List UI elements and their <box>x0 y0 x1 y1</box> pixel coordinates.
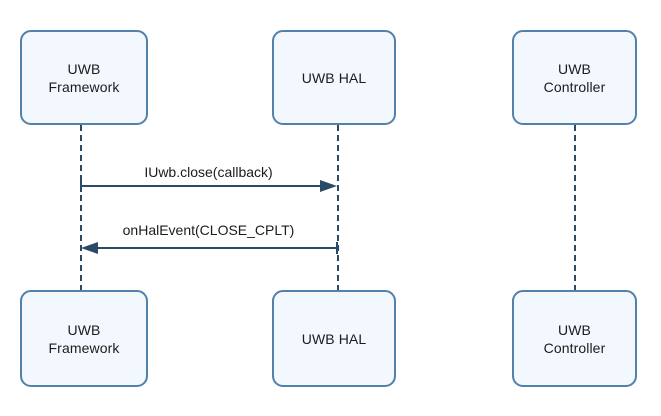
lifeline-uwb-framework <box>80 125 82 291</box>
message-arrow-onhalevent-close-cplt <box>80 242 338 254</box>
lifeline-uwb-controller <box>574 125 576 291</box>
message-label-onhalevent-close-cplt: onHalEvent(CLOSE_CPLT) <box>80 222 337 239</box>
message-label-iuwb-close: IUwb.close(callback) <box>80 164 337 181</box>
participant-label-uwb-hal-bottom: UWB HAL <box>301 330 367 347</box>
participant-label-uwb-hal-top: UWB HAL <box>301 69 367 86</box>
participant-label-uwb-framework-top: UWB Framework <box>48 60 120 95</box>
message-text-2: onHalEvent(CLOSE_CPLT) <box>122 222 295 238</box>
lifeline-uwb-hal <box>337 125 339 291</box>
participant-box-top-uwb-framework[interactable]: UWB Framework <box>20 30 148 125</box>
message-text-1: IUwb.close(callback) <box>144 164 273 180</box>
participant-box-top-uwb-hal[interactable]: UWB HAL <box>272 30 396 125</box>
message-arrow-iuwb-close <box>80 180 338 192</box>
participant-box-bottom-uwb-hal[interactable]: UWB HAL <box>272 290 396 387</box>
participant-label-uwb-framework-bottom: UWB Framework <box>48 321 120 356</box>
participant-label-uwb-controller-top: UWB Controller <box>543 60 606 95</box>
participant-box-bottom-uwb-controller[interactable]: UWB Controller <box>512 290 637 387</box>
participant-box-bottom-uwb-framework[interactable]: UWB Framework <box>20 290 148 387</box>
participant-box-top-uwb-controller[interactable]: UWB Controller <box>512 30 637 125</box>
participant-label-uwb-controller-bottom: UWB Controller <box>543 321 606 356</box>
